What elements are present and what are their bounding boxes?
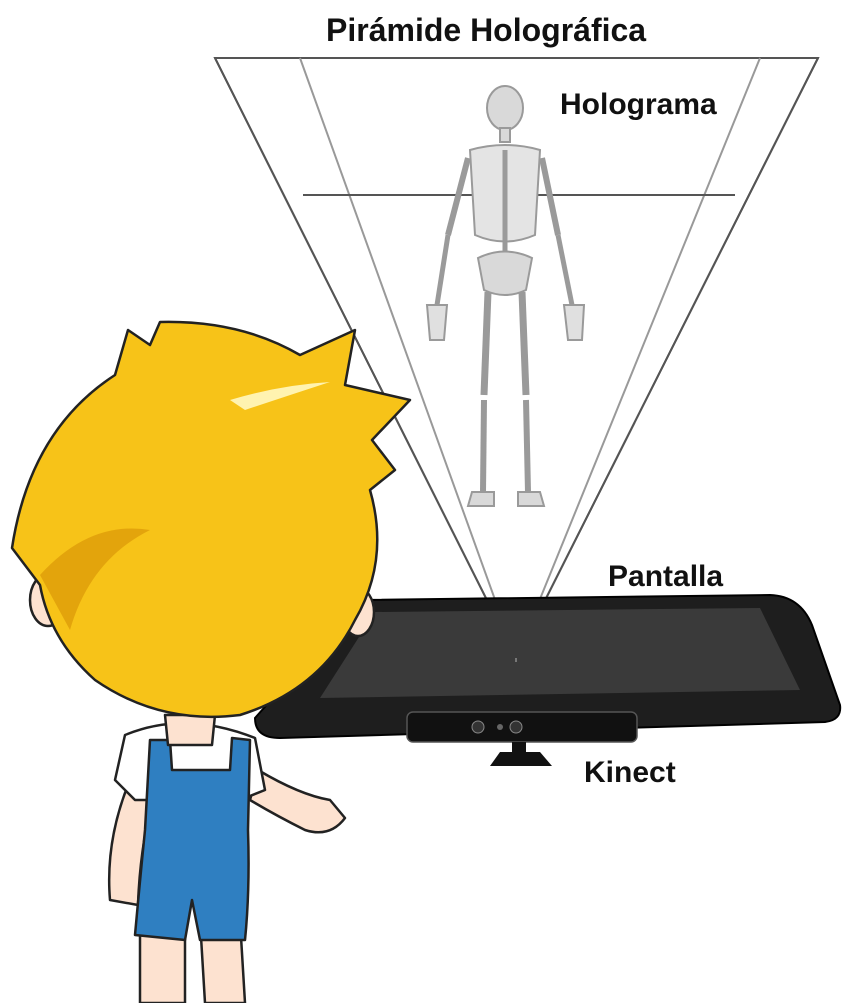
kinect-lens-center: [497, 724, 503, 730]
boy-right-arm: [250, 770, 345, 832]
right-hand: [564, 305, 584, 340]
pelvis: [478, 252, 532, 296]
kinect-stand-neck: [512, 742, 526, 752]
hologram-label: Holograma: [560, 90, 717, 120]
left-humerus: [448, 158, 468, 235]
right-tibia: [526, 400, 528, 492]
screen-label: Pantalla: [608, 562, 723, 592]
screen-display: [320, 608, 800, 698]
left-foot: [468, 492, 494, 506]
kinect-lens-left: [472, 721, 484, 733]
kinect-lens-right: [510, 721, 522, 733]
skeleton-hologram: [427, 86, 584, 506]
kinect-stand-base: [490, 752, 552, 766]
skull: [487, 86, 523, 130]
right-foot: [518, 492, 544, 506]
left-hand: [427, 305, 447, 340]
right-humerus: [542, 158, 558, 235]
kinect-label: Kinect: [584, 758, 676, 788]
boy-neck: [165, 715, 215, 745]
neck: [500, 128, 510, 142]
left-femur: [484, 292, 488, 395]
right-forearm: [558, 235, 572, 305]
right-femur: [522, 292, 526, 395]
left-tibia: [483, 400, 484, 492]
left-forearm: [437, 235, 448, 305]
pyramid-label: Pirámide Holográfica: [326, 14, 646, 46]
